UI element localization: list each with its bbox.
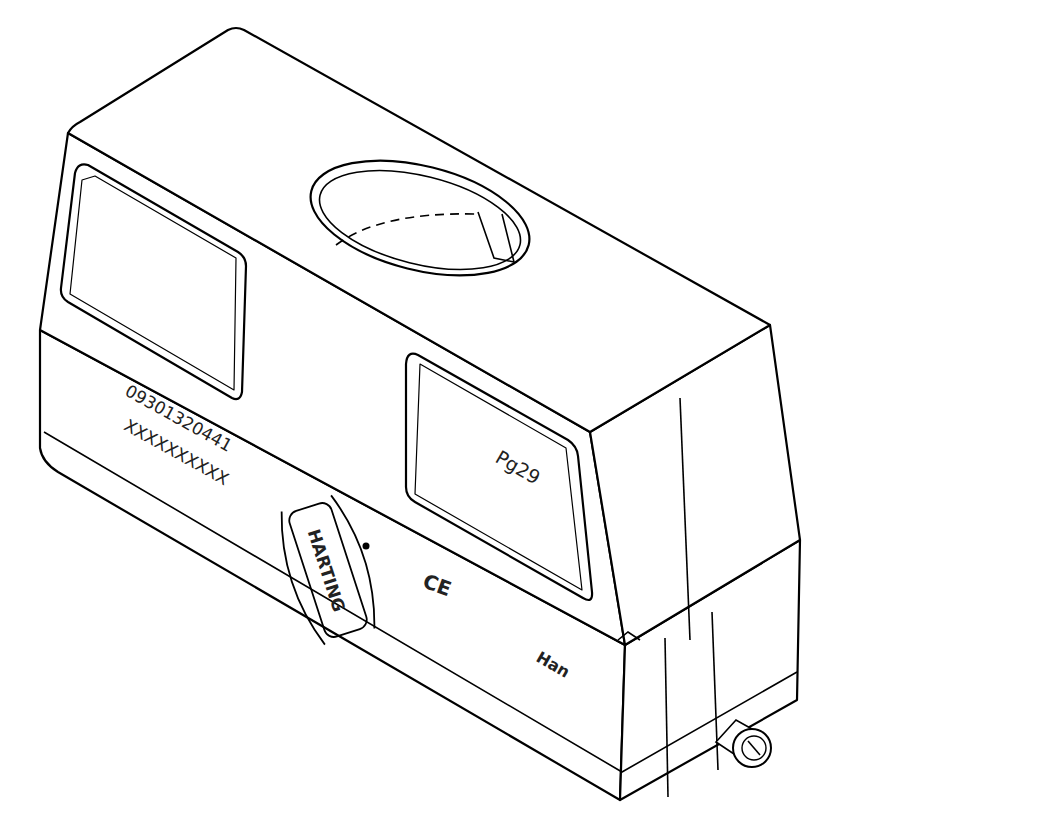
hood-top: [68, 28, 770, 432]
earth-screw-head: [742, 736, 766, 760]
label-window: [61, 164, 246, 399]
cable-entry: [299, 140, 542, 295]
screw-slot: [748, 741, 760, 755]
registered-dot: [363, 543, 370, 550]
edge-line: [618, 632, 640, 640]
earth-screw: [733, 729, 771, 767]
label-window-inner: [70, 176, 236, 390]
anti-rotation-notch: [478, 212, 514, 262]
cable-entry-inner: [309, 152, 530, 287]
edge-line: [680, 398, 690, 640]
edge-line: [712, 612, 718, 770]
label-window-inner: [415, 364, 582, 590]
edge-line: [665, 638, 668, 797]
label-window: [406, 354, 592, 600]
logo-frame: [287, 500, 370, 639]
thread-hidden-line: [336, 214, 475, 245]
